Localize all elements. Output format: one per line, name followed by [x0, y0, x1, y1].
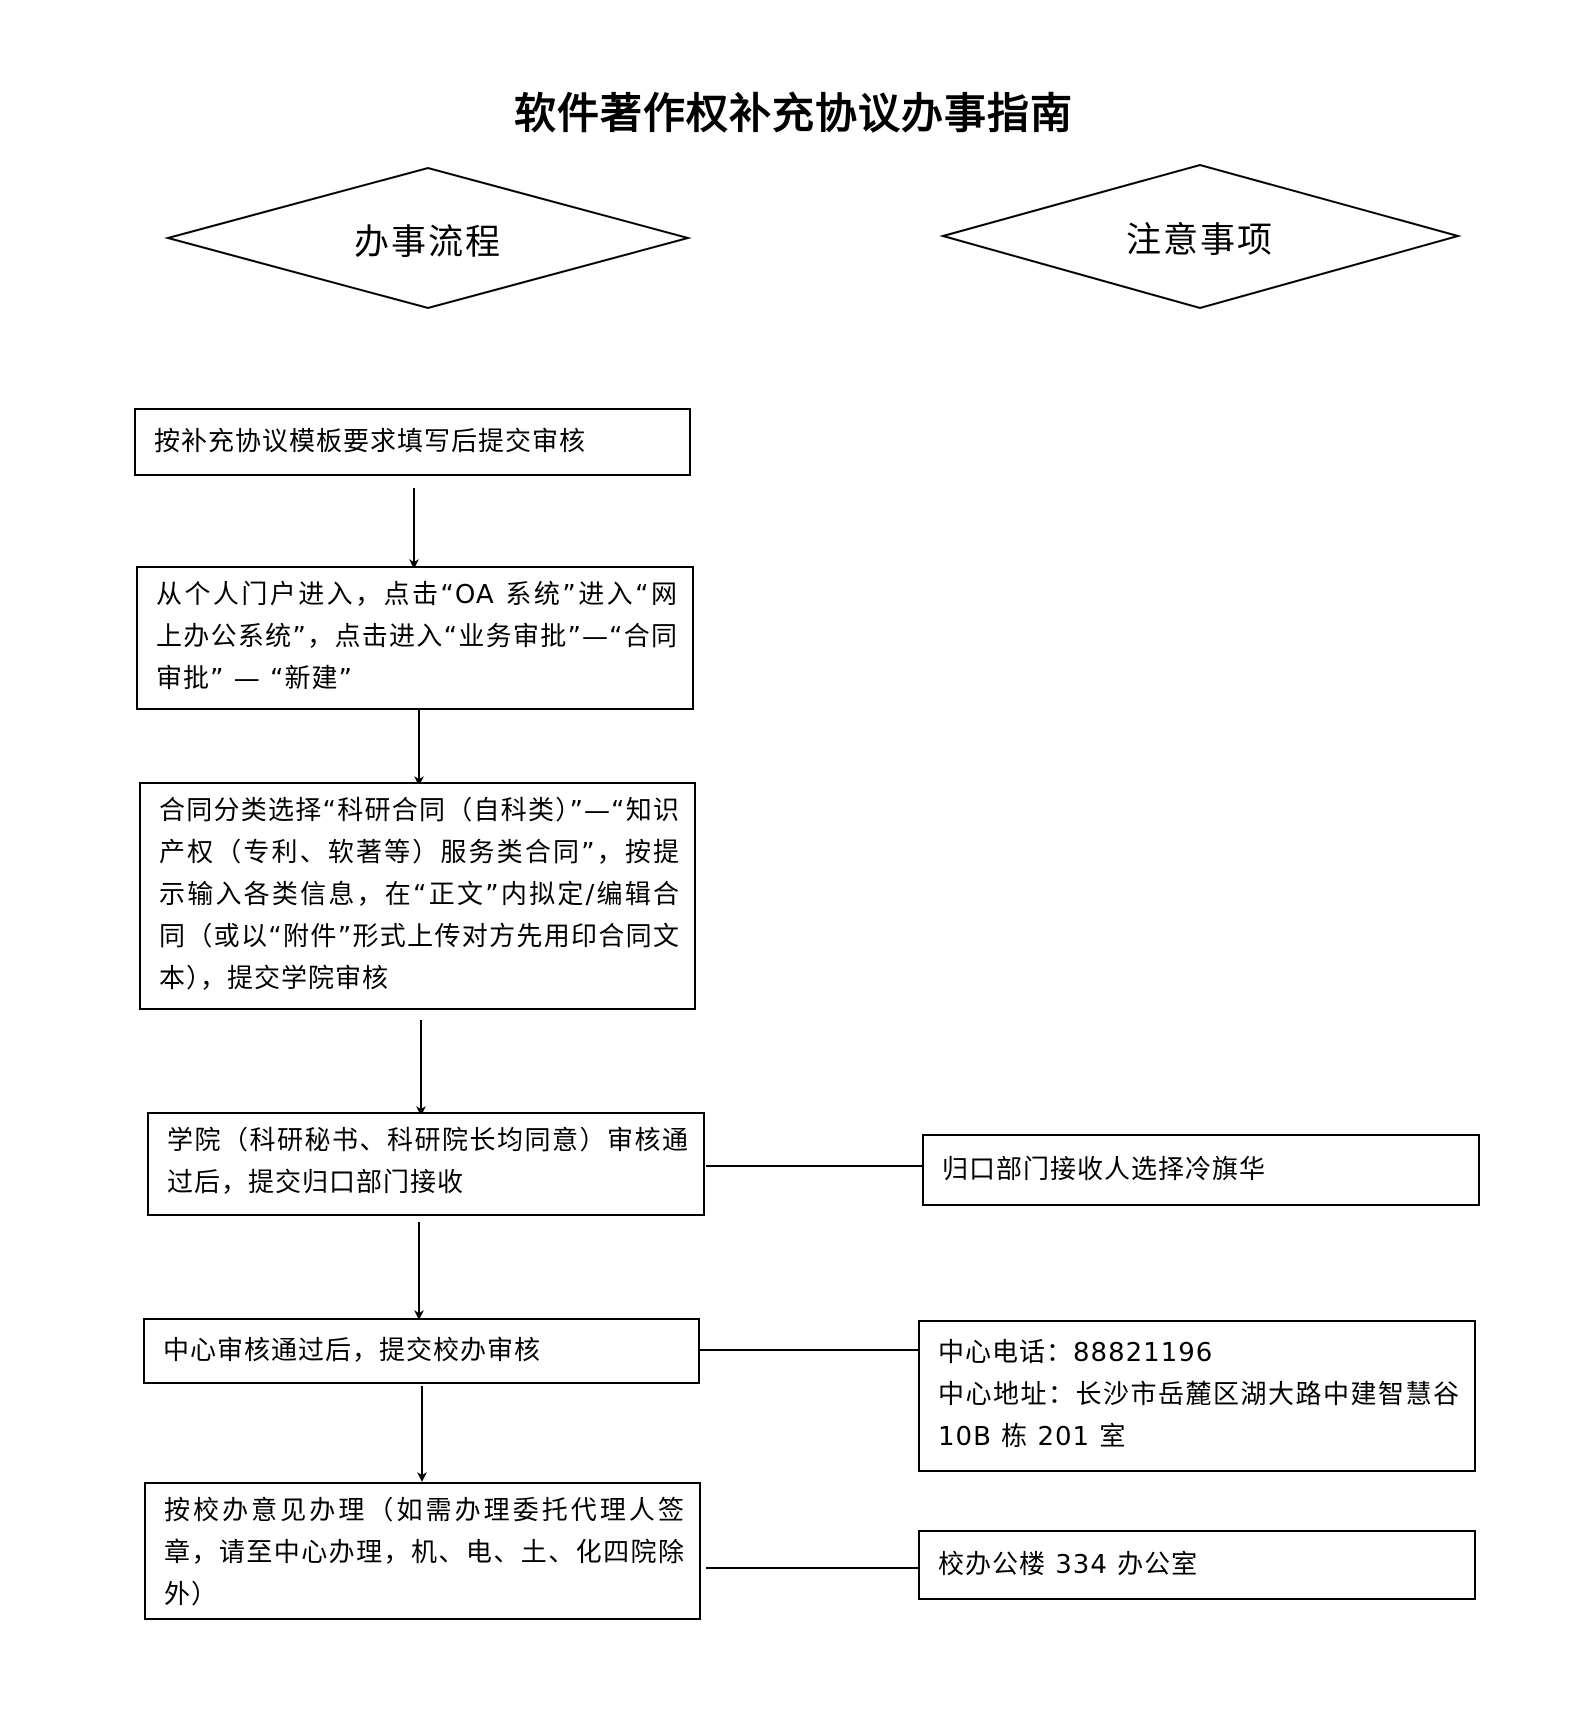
process-header-label: 办事流程	[353, 223, 502, 263]
step-4-box: 学院（科研秘书、科研院长均同意）审核通过后，提交归口部门接收	[147, 1112, 705, 1216]
step-1-box: 按补充协议模板要求填写后提交审核	[134, 408, 691, 476]
notes-header-diamond	[939, 163, 1462, 310]
notes-header-label: 注意事项	[1125, 221, 1274, 261]
step-3-box: 合同分类选择“科研合同（自科类）”—“知识产权（专利、软著等）服务类合同”，按提…	[139, 782, 696, 1010]
note-receiver-box: 归口部门接收人选择冷旗华	[922, 1134, 1480, 1206]
step-2-box: 从个人门户进入，点击“OA 系统”进入“网上办公系统”，点击进入“业务审批”—“…	[136, 566, 694, 710]
process-header-diamond	[164, 166, 692, 310]
page-title: 软件著作权补充协议办事指南	[513, 89, 1073, 138]
center-phone: 中心电话：88821196	[938, 1338, 1214, 1368]
step-5-box: 中心审核通过后，提交校办审核	[143, 1318, 700, 1384]
step-6-box: 按校办意见办理（如需办理委托代理人签章，请至中心办理，机、电、土、化四院除外）	[144, 1482, 701, 1620]
note-contact-box: 中心电话：88821196 中心地址：长沙市岳麓区湖大路中建智慧谷 10B 栋 …	[918, 1320, 1476, 1472]
note-office-box: 校办公楼 334 办公室	[918, 1530, 1476, 1600]
center-address: 中心地址：长沙市岳麓区湖大路中建智慧谷 10B 栋 201 室	[938, 1380, 1460, 1452]
